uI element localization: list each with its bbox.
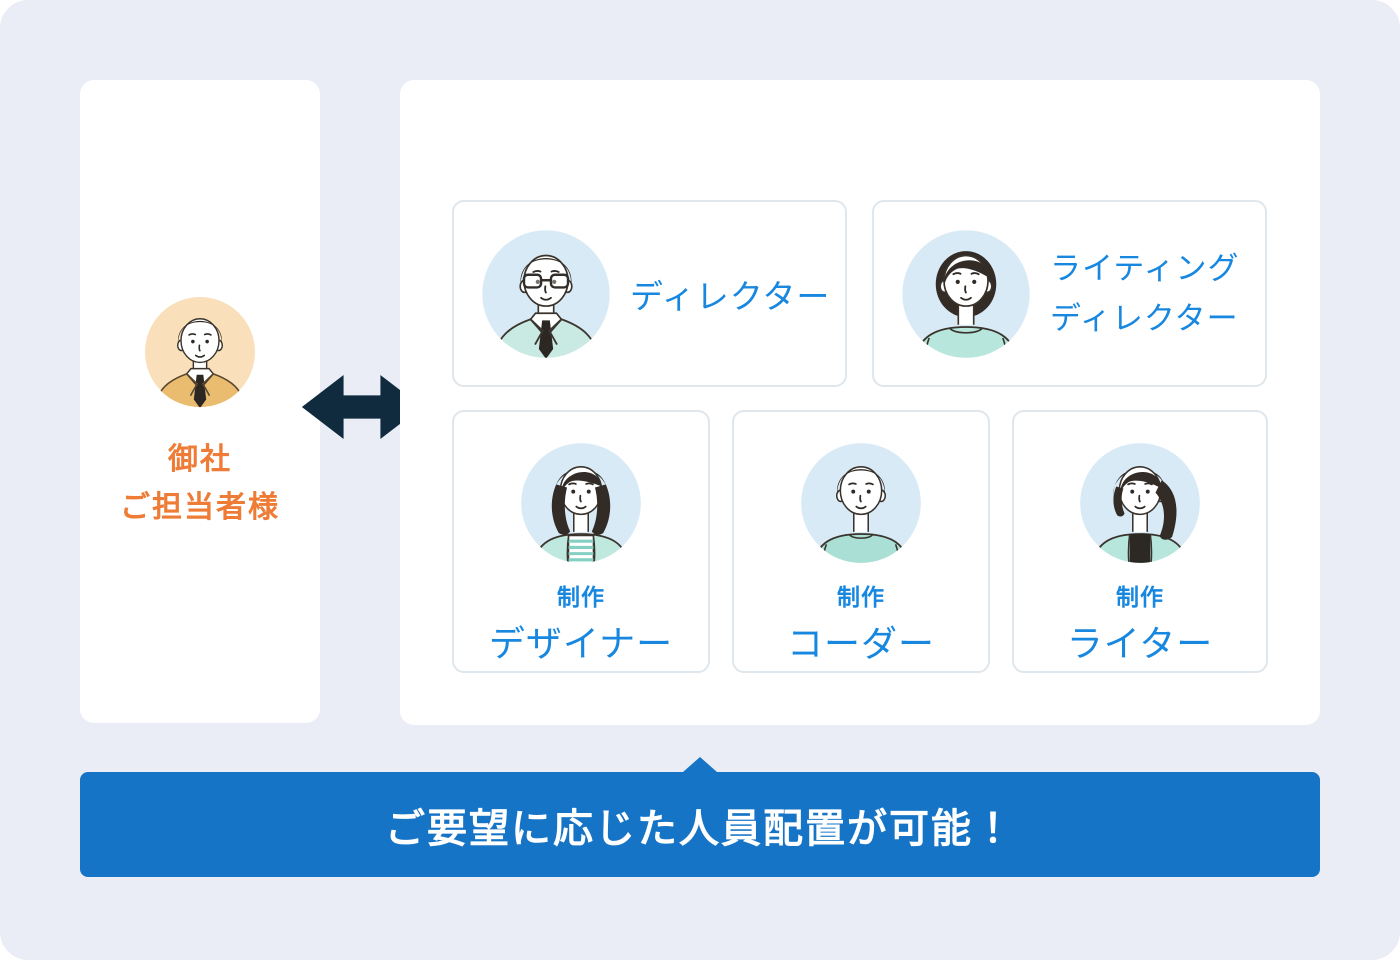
role-label-writing-director: ライティング ディレクター [1050, 244, 1240, 344]
role-card-designer: 制作 デザイナー [452, 410, 710, 673]
coder-avatar-icon [801, 443, 921, 563]
client-avatar-icon [144, 296, 256, 408]
client-label: 御社 ご担当者様 [80, 436, 320, 532]
role-prefix-writer: 制作 [1116, 584, 1164, 610]
client-label-line1: 御社 [168, 443, 232, 476]
two-way-arrow-icon [301, 375, 423, 439]
role-prefix-coder: 制作 [837, 584, 885, 610]
director-avatar-icon [482, 229, 610, 358]
client-panel: 御社 ご担当者様 [80, 80, 320, 723]
role-card-writing-director: ライティング ディレクター [872, 200, 1267, 387]
writing-director-avatar-icon [902, 229, 1030, 358]
role-label-coder: コーダー [786, 623, 935, 664]
role-label-director: ディレクター [630, 277, 831, 315]
role-label-writing-director-line2: ディレクター [1050, 300, 1239, 336]
banner-text: ご要望に応じた人員配置が可能！ [385, 806, 1015, 851]
banner: ご要望に応じた人員配置が可能！ [80, 757, 1320, 877]
role-card-director: ディレクター [452, 200, 847, 387]
banner-pointer-triangle-icon [683, 757, 717, 772]
writer-avatar-icon [1080, 443, 1200, 563]
role-card-writer: 制作 ライター [1012, 410, 1268, 673]
role-label-writer: ライター [1066, 623, 1214, 664]
designer-avatar-icon [521, 443, 641, 563]
client-label-line2: ご担当者様 [120, 491, 280, 524]
role-prefix-designer: 制作 [557, 584, 605, 610]
role-label-designer: デザイナー [488, 623, 674, 664]
role-label-writing-director-line1: ライティング [1050, 250, 1240, 286]
role-card-coder: 制作 コーダー [732, 410, 990, 673]
team-panel: ディレクター [400, 80, 1320, 725]
